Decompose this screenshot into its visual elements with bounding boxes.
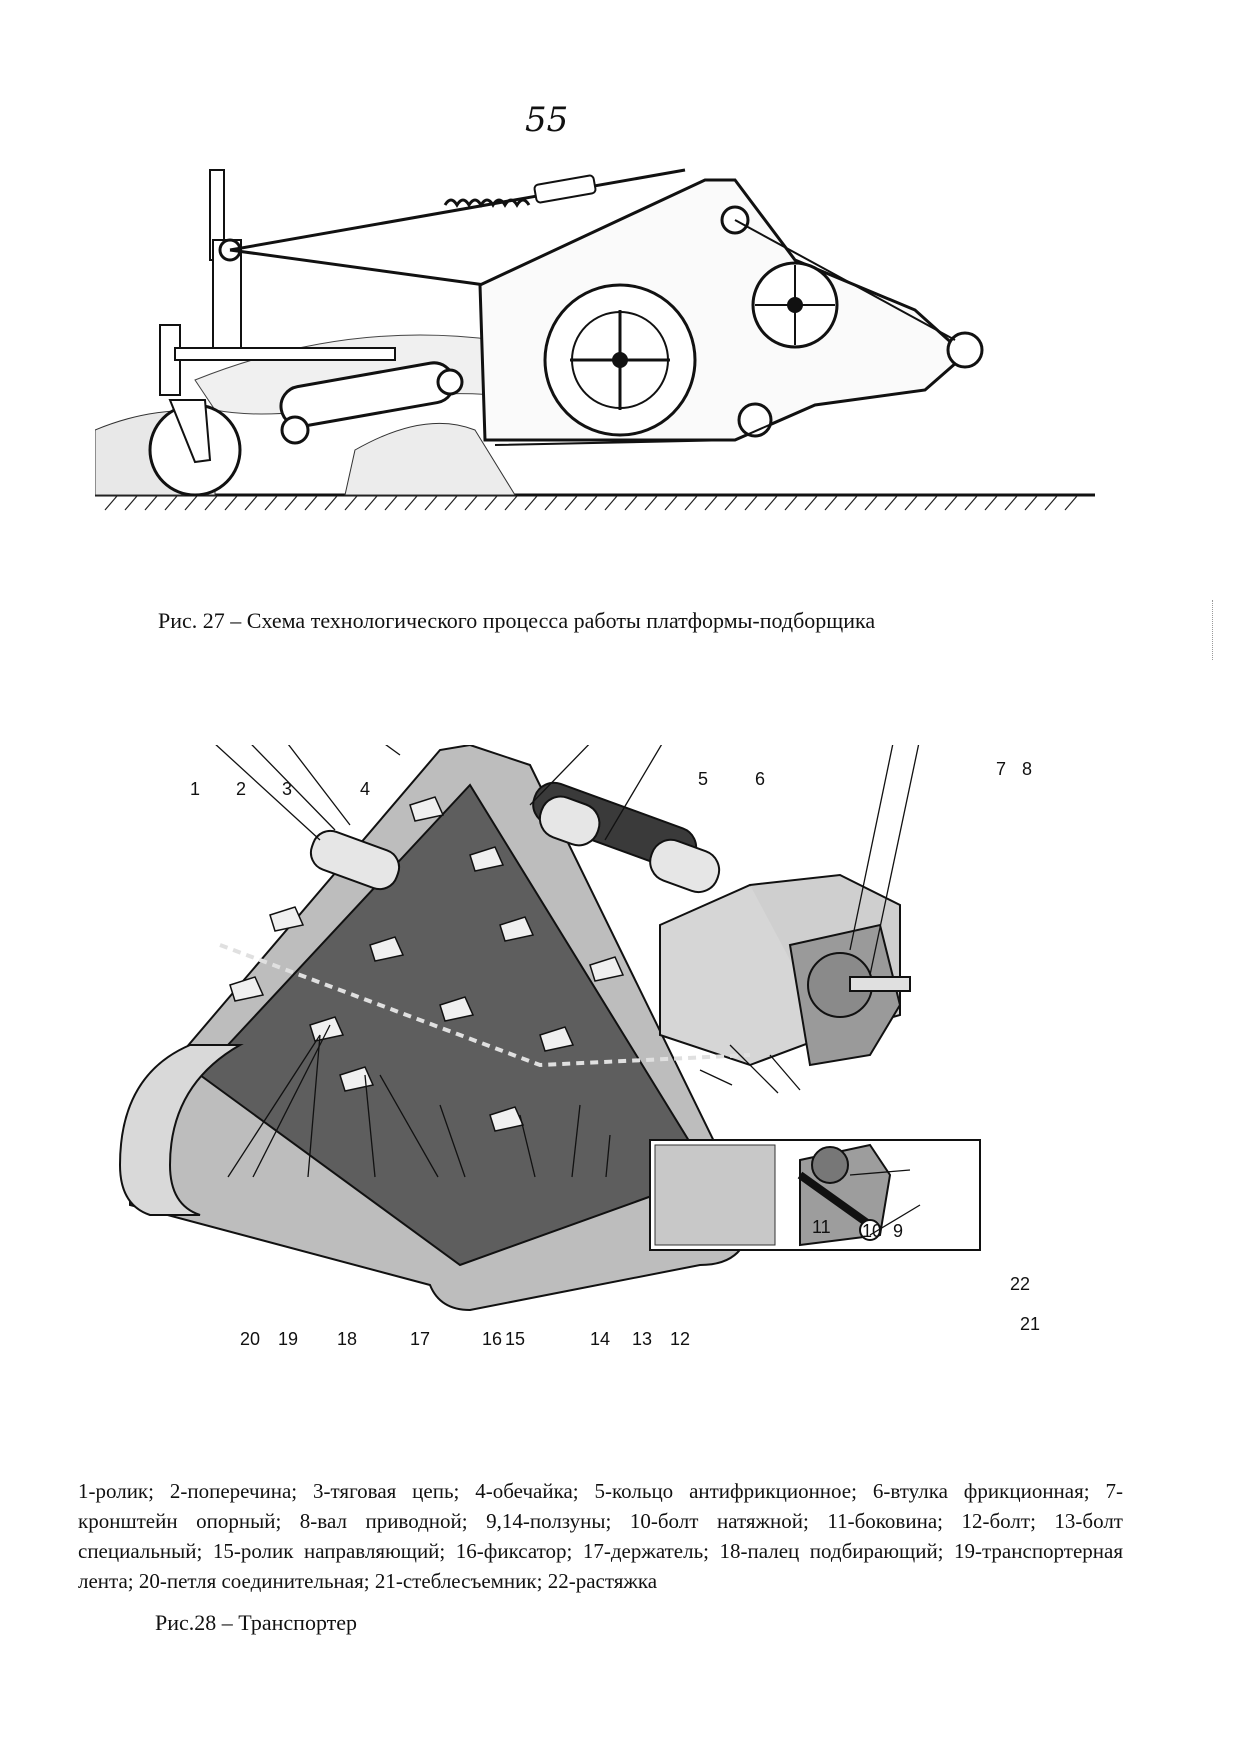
callout-20: 20: [240, 1329, 260, 1349]
figure-28-caption: Рис.28 – Транспортер: [155, 1610, 358, 1635]
callout-17: 17: [410, 1329, 430, 1349]
figure-27-caption: Рис. 27 – Схема технологического процесс…: [158, 608, 876, 633]
scan-artifact: [1212, 600, 1215, 660]
callout-15: 15: [505, 1329, 525, 1349]
callout-21: 21: [1020, 1314, 1040, 1334]
callout-11: 11: [812, 1217, 831, 1237]
callout-9: 9: [893, 1221, 903, 1241]
callout-12: 12: [670, 1329, 690, 1349]
figure-28-legend: 1-ролик; 2-поперечина; 3-тяговая цепь; 4…: [78, 1479, 1123, 1593]
callout-16: 16: [482, 1329, 502, 1349]
callout-19: 19: [278, 1329, 298, 1349]
callout-4: 4: [360, 779, 370, 799]
callout-10: 10: [862, 1221, 882, 1241]
figure-28-illustration: [110, 745, 1150, 1385]
callout-14: 14: [590, 1329, 610, 1349]
callout-1: 1: [190, 779, 200, 799]
callout-6: 6: [755, 769, 765, 789]
figure-27-illustration: [95, 150, 1125, 580]
callout-3: 3: [282, 779, 292, 799]
page-number: 55: [525, 100, 569, 140]
callout-18: 18: [337, 1329, 357, 1349]
callout-22: 22: [1010, 1274, 1030, 1294]
callout-5: 5: [698, 769, 708, 789]
callout-13: 13: [632, 1329, 652, 1349]
callout-7: 7: [996, 759, 1006, 779]
callout-8: 8: [1022, 759, 1032, 779]
callout-2: 2: [236, 779, 246, 799]
